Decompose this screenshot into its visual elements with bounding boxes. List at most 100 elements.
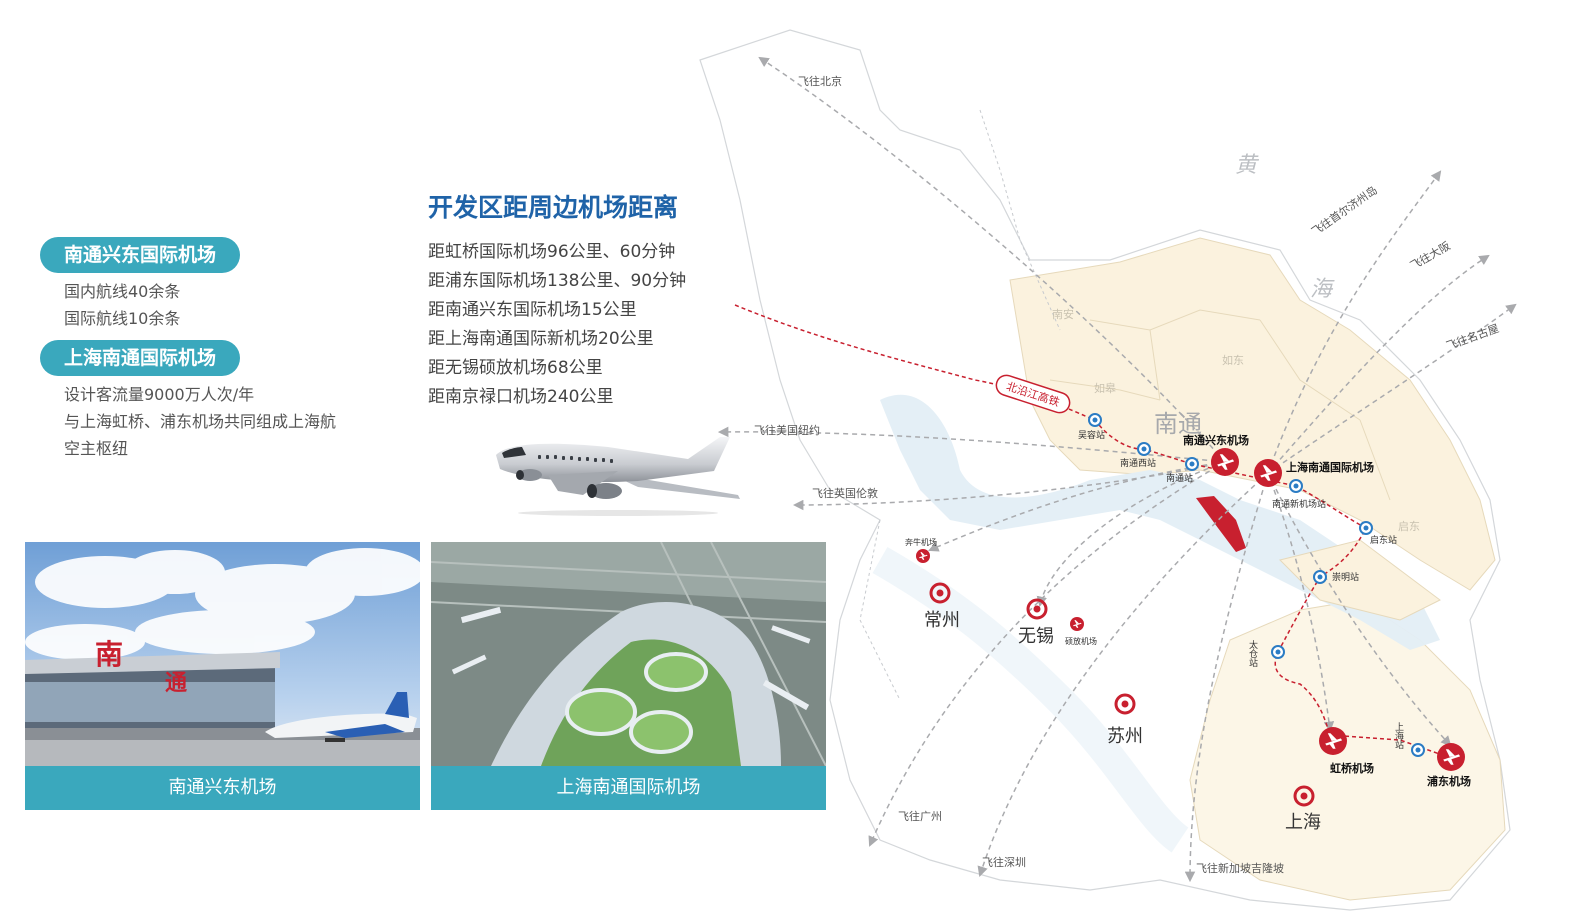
nantong-region [1009, 237, 1496, 591]
city-label: 常州 [924, 610, 960, 631]
city-shanghai: 上海 [1285, 785, 1321, 833]
terminal-sign: 南 通 [95, 638, 187, 696]
airport-benniu: 奔牛机场 [905, 537, 937, 563]
route-guangzhou [868, 461, 1226, 847]
city-label: 无锡 [1018, 626, 1054, 647]
xingdong-international-routes: 国际航线10余条 [64, 309, 181, 328]
airport-xingdong: 南通兴东机场 [1183, 433, 1249, 476]
high-speed-rail [734, 304, 1449, 758]
station-label: 太仓站 [1247, 639, 1258, 668]
terminal-sign-char: 南 [95, 638, 123, 671]
district-label: 如东 [1222, 353, 1244, 367]
distance-item: 距上海南通国际新机场20公里 [428, 329, 654, 349]
yangtze-river [880, 394, 1440, 650]
station-taicang: 太仓站 [1247, 639, 1285, 668]
xingdong-airport-image: 南 通 [25, 542, 420, 766]
new-airport-rendering [431, 542, 826, 766]
city-wuxi: 无锡 [1018, 598, 1054, 647]
distance-item: 距浦东国际机场138公里、90分钟 [428, 271, 687, 291]
city-changzhou: 常州 [924, 582, 960, 631]
distance-list: 距虹桥国际机场96公里、60分钟 距浦东国际机场138公里、90分钟 距南通兴东… [428, 238, 686, 412]
destination-label-new-york: 飞往美国纽约 [754, 423, 820, 437]
airport-hongqiao: 虹桥机场 [1319, 727, 1374, 775]
destination-label-guangzhou: 飞往广州 [898, 809, 942, 823]
station-new-airport: 南通新机场站 [1272, 479, 1326, 510]
plane-icon [916, 549, 930, 563]
new-airport-badge: 上海南通国际机场 [40, 340, 241, 376]
terminal-sign-char: 通 [165, 671, 187, 696]
airport-shanghai-nantong: 上海南通国际机场 [1254, 459, 1374, 487]
city-markers: 常州 无锡 苏州 上海 [924, 582, 1321, 833]
new-airport-hub-line2: 空主枢纽 [64, 439, 129, 458]
new-airport-hub-line1: 与上海虹桥、浦东机场共同组成上海航 [64, 412, 337, 431]
distance-item: 距南京禄口机场240公里 [428, 387, 614, 407]
airport-markers: 南通兴东机场 上海南通国际机场 奔牛机场 硕放机场 [905, 433, 1471, 788]
sea-label: 黄 海 [1235, 153, 1335, 302]
destination-label-london: 飞往英国伦敦 [812, 486, 878, 500]
xingdong-airport-badge: 南通兴东国际机场 [40, 237, 241, 273]
distance-item: 距南通兴东国际机场15公里 [428, 300, 637, 320]
sea-label-char: 黄 [1235, 153, 1260, 178]
station-nantong-west: 南通西站 [1120, 442, 1156, 469]
xingdong-airport-caption: 南通兴东机场 [25, 766, 420, 810]
station-label: 南通西站 [1120, 457, 1156, 469]
route-shenzhen [977, 472, 1269, 877]
station-chongming: 崇明站 [1313, 570, 1359, 584]
station-label: 启东站 [1370, 534, 1397, 546]
station-label: 上海站 [1393, 722, 1404, 750]
new-airport-photo: 上海南通国际机场 [431, 542, 826, 810]
airport-label: 硕放机场 [1065, 636, 1097, 646]
station-label: 吴容站 [1078, 429, 1105, 441]
route-seoul-jeju [1267, 170, 1442, 474]
airport-label: 虹桥机场 [1330, 761, 1374, 775]
airport-route-map: 黄 海 飞往北京 飞往首尔济州岛 飞往大阪 飞往名古屋 飞往美国纽约 飞往英国伦… [699, 29, 1517, 911]
city-label: 苏州 [1107, 726, 1143, 747]
airport-shuofang: 硕放机场 [1065, 617, 1097, 646]
district-labels: 南安 如皋 如东 启东 [1052, 307, 1420, 533]
route-singapore-kl [1184, 472, 1269, 883]
destination-label-shenzhen: 飞往深圳 [982, 855, 1026, 869]
sea-label-char: 海 [1310, 277, 1335, 302]
airport-label: 浦东机场 [1427, 774, 1471, 788]
plane-icon [1254, 459, 1282, 487]
destination-label-beijing: 飞往北京 [798, 74, 842, 88]
district-label: 南安 [1052, 307, 1074, 321]
xingdong-airport-description: 国内航线40余条 国际航线10余条 [64, 278, 180, 332]
station-label: 南通新机场站 [1272, 498, 1326, 510]
chongming-island [1279, 539, 1441, 621]
plane-icon [1437, 743, 1465, 771]
new-airport-capacity: 设计客流量9000万人次/年 [64, 385, 255, 404]
airport-label: 奔牛机场 [905, 537, 937, 547]
station-label: 南通站 [1166, 472, 1193, 484]
route-nagoya [1267, 303, 1517, 474]
destination-label-singapore-kl: 飞往新加坡吉隆坡 [1196, 861, 1284, 875]
city-suzhou: 苏州 [1107, 693, 1143, 747]
district-label: 启东 [1398, 520, 1420, 533]
new-airport-description: 设计客流量9000万人次/年 与上海虹桥、浦东机场共同组成上海航 空主枢纽 [64, 381, 336, 462]
station-wurong: 吴容站 [1078, 413, 1105, 441]
distance-heading: 开发区距周边机场距离 [428, 193, 679, 222]
plane-icon [1070, 617, 1084, 631]
station-shanghai: 上海站 [1393, 722, 1425, 757]
plane-icon [1211, 448, 1239, 476]
new-airport-caption: 上海南通国际机场 [431, 766, 826, 810]
destination-label-nagoya: 飞往名古屋 [1444, 321, 1500, 353]
destination-label-seoul-jeju: 飞往首尔济州岛 [1309, 183, 1380, 239]
rail-stations: 吴容站 南通西站 南通站 南通新机场站 启东站 崇明站 太仓站 上海站 [1078, 413, 1425, 757]
district-label: 如皋 [1094, 381, 1116, 395]
route-london [792, 461, 1226, 511]
destination-label-osaka: 飞往大阪 [1408, 238, 1453, 272]
city-label: 上海 [1285, 812, 1321, 833]
distance-item: 距虹桥国际机场96公里、60分钟 [428, 242, 676, 262]
distance-item: 距无锡硕放机场68公里 [428, 358, 603, 378]
nantong-region-label: 南通 [1154, 410, 1202, 438]
plane-icon [1319, 727, 1347, 755]
station-label: 崇明站 [1332, 571, 1359, 583]
route-beijing [758, 56, 1226, 463]
xingdong-domestic-routes: 国内航线40余条 [64, 282, 181, 301]
xingdong-airport-photo: 南 通 南通兴东机场 [25, 542, 420, 810]
route-osaka [1267, 254, 1490, 474]
station-nantong: 南通站 [1166, 457, 1199, 484]
development-zone [1196, 496, 1246, 552]
station-qidong: 启东站 [1359, 521, 1397, 546]
